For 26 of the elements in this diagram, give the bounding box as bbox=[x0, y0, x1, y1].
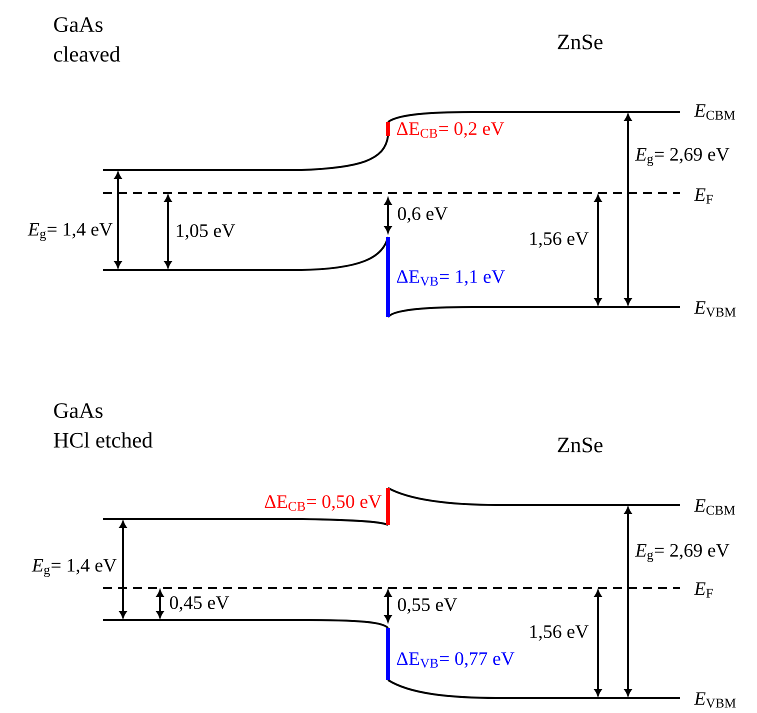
energy-level-label: E$_{VBM}$ bbox=[694, 692, 736, 708]
material-label: cleaved bbox=[54, 46, 120, 62]
energy-value-label: E$_{g}$= 1,4 eV bbox=[28, 223, 113, 241]
energy-value-label: 0,55 eV bbox=[398, 598, 458, 614]
energy-value-label: 0,6 eV bbox=[398, 207, 448, 223]
material-label: HCl etched bbox=[54, 432, 153, 448]
material-label: ZnSe bbox=[558, 438, 602, 452]
material-label: GaAs bbox=[54, 17, 102, 32]
energy-value-label: 1,56 eV bbox=[530, 232, 589, 248]
energy-value-label: E$_{g}$= 2,69 eV bbox=[635, 148, 730, 166]
energy-value-label: E$_{g}$= 2,69 eV bbox=[635, 544, 730, 562]
energy-level-label: E$_{CBM}$ bbox=[694, 104, 735, 120]
energy-value-label: 1,05 eV bbox=[176, 224, 236, 240]
energy-value-label: 1,56 eV bbox=[530, 625, 589, 641]
band-offset-label: ΔE$_{VB}$= 1,1 eV bbox=[396, 270, 505, 286]
energy-value-label: E$_{g}$= 1,4 eV bbox=[32, 559, 117, 577]
band-offset-label: ΔE$_{CB}$= 0,2 eV bbox=[396, 122, 504, 138]
energy-value-label: 0,45 eV bbox=[170, 596, 230, 612]
material-label: GaAs bbox=[54, 403, 102, 418]
energy-level-label: E$_{CBM}$ bbox=[694, 499, 735, 515]
energy-level-label: E$_{F}$ bbox=[694, 582, 713, 598]
band-offset-label: ΔE$_{CB}$= 0,50 eV bbox=[264, 495, 382, 511]
energy-level-label: E$_{VBM}$ bbox=[694, 301, 736, 317]
energy-level-label: E$_{F}$ bbox=[694, 188, 713, 204]
material-label: ZnSe bbox=[558, 34, 602, 50]
band-offset-label: ΔE$_{VB}$= 0,77 eV bbox=[396, 652, 514, 668]
